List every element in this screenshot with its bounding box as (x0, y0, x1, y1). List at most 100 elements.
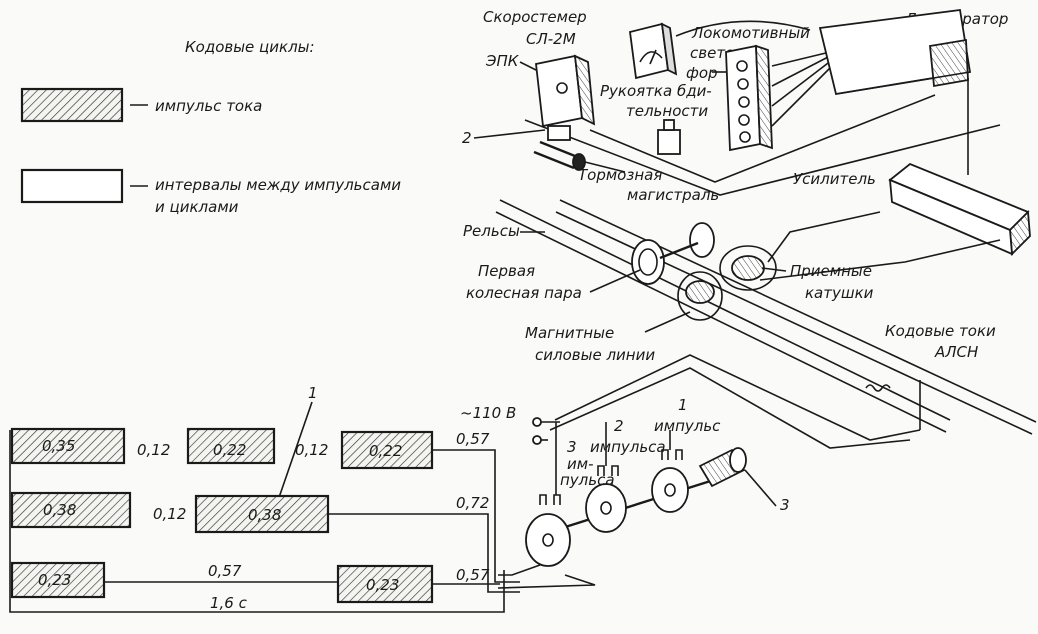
loco-signal-label-1: Локомотивный (691, 24, 810, 42)
loco-signal-icon (725, 44, 773, 152)
track-transformer-icon (865, 384, 891, 392)
one-pulse-label-1: 1 (678, 396, 688, 414)
legend-pulse-text: импульс тока (155, 97, 262, 115)
handle-label-1: Рукоятка бди- (600, 82, 712, 100)
magnetic-leader (644, 311, 691, 333)
loco-signal-label-3: фор (686, 64, 718, 82)
cam-output-wire (498, 564, 541, 576)
row-1-return (432, 449, 520, 583)
one-pulse-label-2: импульс (654, 417, 721, 435)
tail-value: 0,72 (456, 494, 489, 512)
receiving-leader (761, 267, 787, 272)
terminal-icon (532, 417, 542, 427)
speedometer-label-1: Скоростемер (483, 8, 587, 26)
three-pulse-label-2: им- (567, 455, 593, 473)
signal-arrows (675, 20, 835, 127)
callout-3-leader (744, 469, 777, 507)
rail-1b (495, 211, 947, 433)
pulse-value: 0,22 (213, 441, 246, 459)
brake-pipe (533, 140, 586, 171)
brake-label-2: магистраль (627, 186, 719, 204)
brake-label-1: Тормозная (578, 166, 662, 184)
rail-1 (499, 199, 951, 421)
contact-fingers (539, 422, 683, 505)
cycle-bracket (9, 430, 505, 613)
two-pulse-label-1: 2 (614, 417, 624, 435)
vigilance-handle-icon (657, 119, 681, 155)
rails-label: Рельсы (463, 222, 520, 240)
legend-title: Кодовые циклы: (185, 38, 315, 56)
magnetic-label-1: Магнитные (525, 324, 614, 342)
coil-amplifier-wire (767, 211, 881, 263)
pulse-box (10, 491, 132, 529)
pulse-value: 0,38 (248, 506, 281, 524)
legend-interval-text-2: и циклами (155, 198, 239, 216)
pulse-value: 0,38 (43, 501, 76, 519)
three-pulse-label-1: 3 (567, 438, 577, 456)
feed-wire-1 (554, 354, 921, 441)
tail-value: 0,57 (456, 566, 490, 584)
pulse-value: 0,22 (369, 442, 402, 460)
pulse-box (186, 427, 276, 465)
code-row-1: 0,35 0,12 0,22 0,12 0,22 0,57 (10, 427, 520, 583)
legend: Кодовые циклы: импульс тока интервалы ме… (20, 38, 401, 216)
locomotive-devices: Скоростемер СЛ-2М ЭПК Тормозная магистра… (462, 8, 1031, 257)
first-pair-label-1: Первая (478, 262, 535, 280)
cam-output-wire (497, 574, 596, 589)
pulse-box (10, 561, 106, 599)
feed-wire-2 (549, 367, 911, 449)
cam-two-pulse-icon (585, 483, 627, 533)
callout-1-leader (273, 401, 313, 513)
first-pair-label-2: колесная пара (466, 284, 582, 302)
pulse-value: 0,23 (366, 576, 399, 594)
cam-one-pulse-icon (651, 467, 689, 513)
code-timing: 1 0,35 0,12 0,22 0,12 0,22 0,57 0,38 0,1… (9, 384, 520, 613)
gap-value: 0,12 (295, 441, 328, 459)
pulse-value: 0,23 (38, 571, 71, 589)
code-transmitter: ~110 В 3 им- пульса 2 импульса 1 импульс (460, 396, 790, 589)
legend-interval-swatch (20, 168, 124, 204)
amplifier-icon (888, 162, 1031, 257)
code-currents-label-1: Кодовые токи (885, 322, 996, 340)
brake-leader (584, 161, 626, 173)
callout-1: 1 (308, 384, 318, 402)
epk-valve-icon (535, 54, 596, 141)
magnetic-label-2: силовые линии (535, 346, 655, 364)
epk-label: ЭПК (485, 52, 520, 70)
wheelset-icon (631, 222, 715, 285)
two-pulse-label-2: импульса (590, 438, 666, 456)
cam-shaft (539, 476, 721, 537)
pulse-box (340, 430, 434, 470)
cycle-value: 1,6 с (210, 594, 248, 612)
gap-value: 0,57 (208, 562, 242, 580)
callout-2-upper: 2 (462, 129, 472, 147)
coil-amplifier-wire-2 (759, 239, 1001, 281)
speedometer-label-2: СЛ-2М (526, 30, 576, 48)
pulse-box (336, 564, 434, 604)
code-row-3: 0,23 0,57 0,23 0,57 (10, 561, 500, 604)
tail-value: 0,57 (456, 430, 490, 448)
cab-wiring (524, 119, 1001, 196)
terminal-icon (532, 435, 542, 445)
legend-pulse-swatch (20, 87, 124, 123)
callout-2-leader (473, 129, 546, 139)
decoder-icon (818, 8, 972, 96)
cam-three-pulse-icon (525, 513, 571, 567)
pulse-value: 0,35 (42, 437, 75, 455)
first-pair-leader (589, 269, 641, 293)
gap-value: 0,12 (153, 505, 186, 523)
gap-value: 0,12 (137, 441, 170, 459)
track-feed-wiring (549, 354, 921, 449)
handle-label-2: тельности (626, 102, 708, 120)
speedometer-icon (629, 22, 678, 80)
amplifier-label: Усилитель (793, 170, 876, 188)
receiving-coils-icon (677, 245, 777, 321)
callout-3: 3 (780, 496, 790, 514)
rail-2 (559, 199, 1037, 423)
code-row-2: 0,38 0,12 0,38 0,72 (10, 491, 520, 593)
motor-icon (698, 447, 747, 488)
code-currents-label-2: АЛСН (934, 343, 978, 361)
receiving-label-2: катушки (805, 284, 874, 302)
